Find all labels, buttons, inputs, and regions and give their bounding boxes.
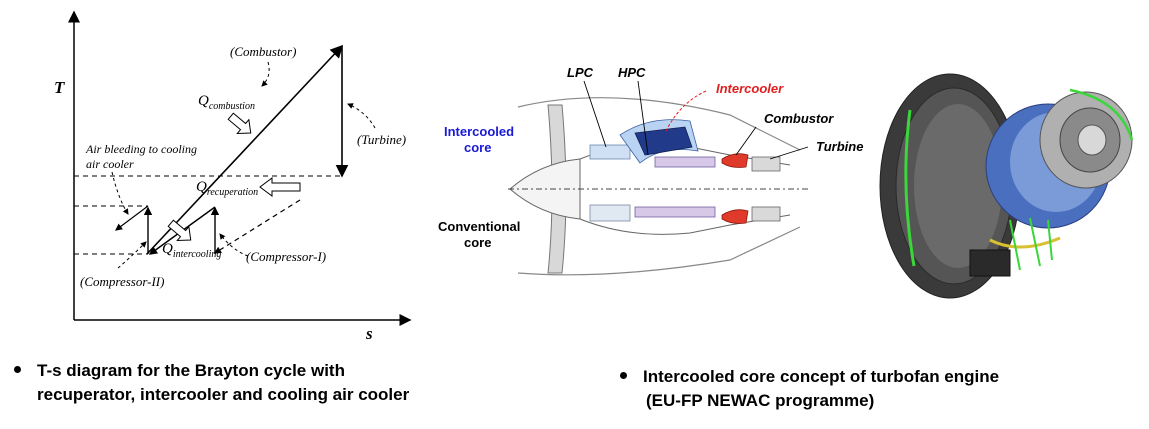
turbine-engine-label: Turbine xyxy=(816,139,864,154)
nacelle-top xyxy=(517,97,801,151)
compressor-2-leader xyxy=(117,241,147,269)
compressor-1-label: (Compressor-I) xyxy=(246,249,327,264)
green-highlight-left xyxy=(904,109,916,267)
lower-lpc xyxy=(589,204,631,222)
accessory-box xyxy=(969,249,1011,277)
combustor-label: (Combustor) xyxy=(230,44,297,59)
q-recuperation-label: Qrecuperation xyxy=(196,179,258,198)
lpc-label: LPC xyxy=(567,65,593,80)
q-intercooling-main: Q xyxy=(162,241,173,257)
hpc-label: HPC xyxy=(618,65,646,80)
combustor-leader xyxy=(261,61,270,87)
bullet-icon xyxy=(14,366,21,374)
q-intercooling-label: Qintercooling xyxy=(162,241,221,260)
green-highlight-right xyxy=(1069,88,1134,141)
combustion-process-line xyxy=(146,44,344,255)
left-caption-line-1: T-s diagram for the Brayton cycle with xyxy=(14,359,409,383)
intercooled-core-label-1: Intercooled xyxy=(444,124,515,139)
left-caption-text-1: T-s diagram for the Brayton cycle with xyxy=(37,361,345,380)
turbine-label: (Turbine) xyxy=(357,132,407,147)
q-intercooling-sub: intercooling xyxy=(172,249,222,260)
intercooler-block xyxy=(634,126,693,156)
right-caption-line-2: (EU-FP NEWAC programme) xyxy=(620,389,999,413)
hpc-leader xyxy=(637,80,649,156)
compressor-2-label: (Compressor-II) xyxy=(80,274,165,289)
left-caption: T-s diagram for the Brayton cycle with r… xyxy=(14,359,409,407)
right-caption-text-1: Intercooled core concept of turbofan eng… xyxy=(643,367,1000,386)
combustor-leader-engine xyxy=(735,126,757,156)
q-intercooling-arrow xyxy=(167,219,192,242)
turbine-leader xyxy=(347,103,376,129)
upper-turbine xyxy=(751,156,781,172)
nacelle-bottom xyxy=(517,226,801,276)
q-combustion-sub: combustion xyxy=(208,101,255,112)
engine-cross-section: LPC HPC Intercooler Combustor Turbine In… xyxy=(430,55,870,290)
engine-3d-render xyxy=(870,70,1145,300)
upper-hpc xyxy=(654,156,716,168)
upper-lpc xyxy=(589,144,631,160)
t-axis-label: T xyxy=(54,78,65,97)
air-bleed-line xyxy=(115,205,149,231)
green-pipes xyxy=(1009,217,1053,271)
yellow-piping xyxy=(989,236,1061,249)
fan-case-inner xyxy=(914,104,1002,268)
conventional-core-label-2: core xyxy=(464,235,492,250)
upper-combustor xyxy=(721,153,749,168)
intercooled-core-label-2: core xyxy=(464,140,492,155)
lower-turbine xyxy=(751,206,781,222)
q-combustion-arrow xyxy=(227,112,252,135)
bullet-icon xyxy=(620,372,627,380)
air-bleeding-label-2: air cooler xyxy=(86,157,134,171)
lower-combustor xyxy=(721,209,749,224)
compressor-1-leader xyxy=(219,233,249,257)
conventional-core-label-1: Conventional xyxy=(438,219,521,234)
right-caption-line-1: Intercooled core concept of turbofan eng… xyxy=(620,365,999,389)
right-caption-text-2: (EU-FP NEWAC programme) xyxy=(646,391,875,410)
q-recuperation-arrow xyxy=(259,177,301,197)
engine-drawing xyxy=(508,80,810,276)
air-bleed-leader xyxy=(111,171,129,215)
lpc-leader xyxy=(583,80,607,148)
combustor-engine-label: Combustor xyxy=(764,111,834,126)
exhaust-dashed-line xyxy=(213,199,301,254)
q-combustion-main: Q xyxy=(198,93,209,109)
lower-core-casing xyxy=(579,214,791,235)
turbine-leader-engine xyxy=(769,146,809,160)
right-caption: Intercooled core concept of turbofan eng… xyxy=(620,365,999,413)
ts-diagram: T s (Combustor) (Turbine) Qcombustion Ai… xyxy=(0,0,430,343)
intercooler-label: Intercooler xyxy=(716,81,784,96)
ts-diagram-canvas xyxy=(68,10,412,326)
left-caption-line-2: recuperator, intercooler and cooling air… xyxy=(14,383,409,407)
lower-hpc xyxy=(634,206,716,218)
q-recuperation-main: Q xyxy=(196,179,207,195)
hub-center xyxy=(1077,124,1107,156)
s-axis-label: s xyxy=(366,324,373,343)
engine-3d-drawing xyxy=(879,73,1134,299)
intercooler-leader xyxy=(665,90,707,132)
q-combustion-label: Qcombustion xyxy=(198,93,255,112)
q-recuperation-sub: recuperation xyxy=(206,187,259,198)
air-bleeding-label-1: Air bleeding to cooling xyxy=(86,142,197,156)
left-caption-text-2: recuperator, intercooler and cooling air… xyxy=(37,385,410,404)
